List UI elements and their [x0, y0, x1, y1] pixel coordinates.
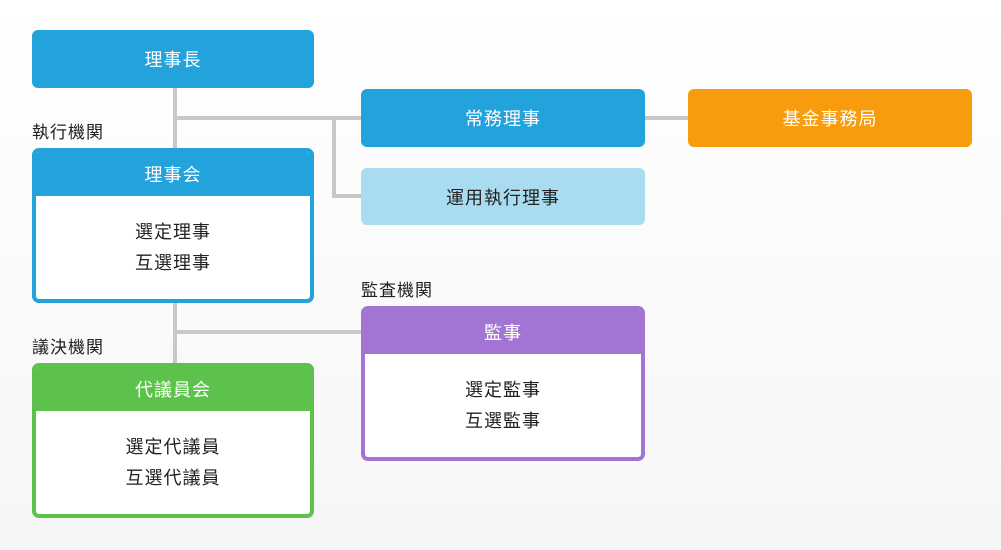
connector-to-operating-director	[332, 194, 362, 198]
audit-organ-label: 監査機関	[361, 281, 433, 301]
connector-to-auditor	[175, 330, 362, 334]
assembly-card: 代議員会 選定代議員 互選代議員	[32, 363, 314, 518]
auditor-title: 監事	[365, 310, 641, 354]
board-member: 互選理事	[135, 252, 211, 274]
assembly-member: 互選代議員	[125, 467, 221, 489]
connector-branch-vertical	[332, 116, 336, 198]
fund-office-box: 基金事務局	[688, 89, 972, 147]
operating-director-box: 運用執行理事	[361, 168, 645, 225]
auditor-member: 選定監事	[465, 379, 541, 401]
assembly-member: 選定代議員	[125, 436, 221, 458]
auditor-members: 選定監事 互選監事	[365, 354, 641, 457]
auditor-member: 互選監事	[465, 410, 541, 432]
assembly-members: 選定代議員 互選代議員	[36, 411, 310, 514]
executive-organ-label: 執行機関	[32, 123, 104, 143]
chairman-box: 理事長	[32, 30, 314, 88]
connector-chairman-to-executive-director	[175, 116, 362, 120]
deliberative-organ-label: 議決機関	[32, 338, 104, 358]
assembly-title: 代議員会	[36, 367, 310, 411]
auditor-card: 監事 選定監事 互選監事	[361, 306, 645, 461]
board-member: 選定理事	[135, 221, 211, 243]
connector-executive-director-to-fund-office	[644, 116, 689, 120]
board-title: 理事会	[36, 152, 310, 196]
board-members: 選定理事 互選理事	[36, 196, 310, 299]
board-card: 理事会 選定理事 互選理事	[32, 148, 314, 303]
executive-director-box: 常務理事	[361, 89, 645, 147]
